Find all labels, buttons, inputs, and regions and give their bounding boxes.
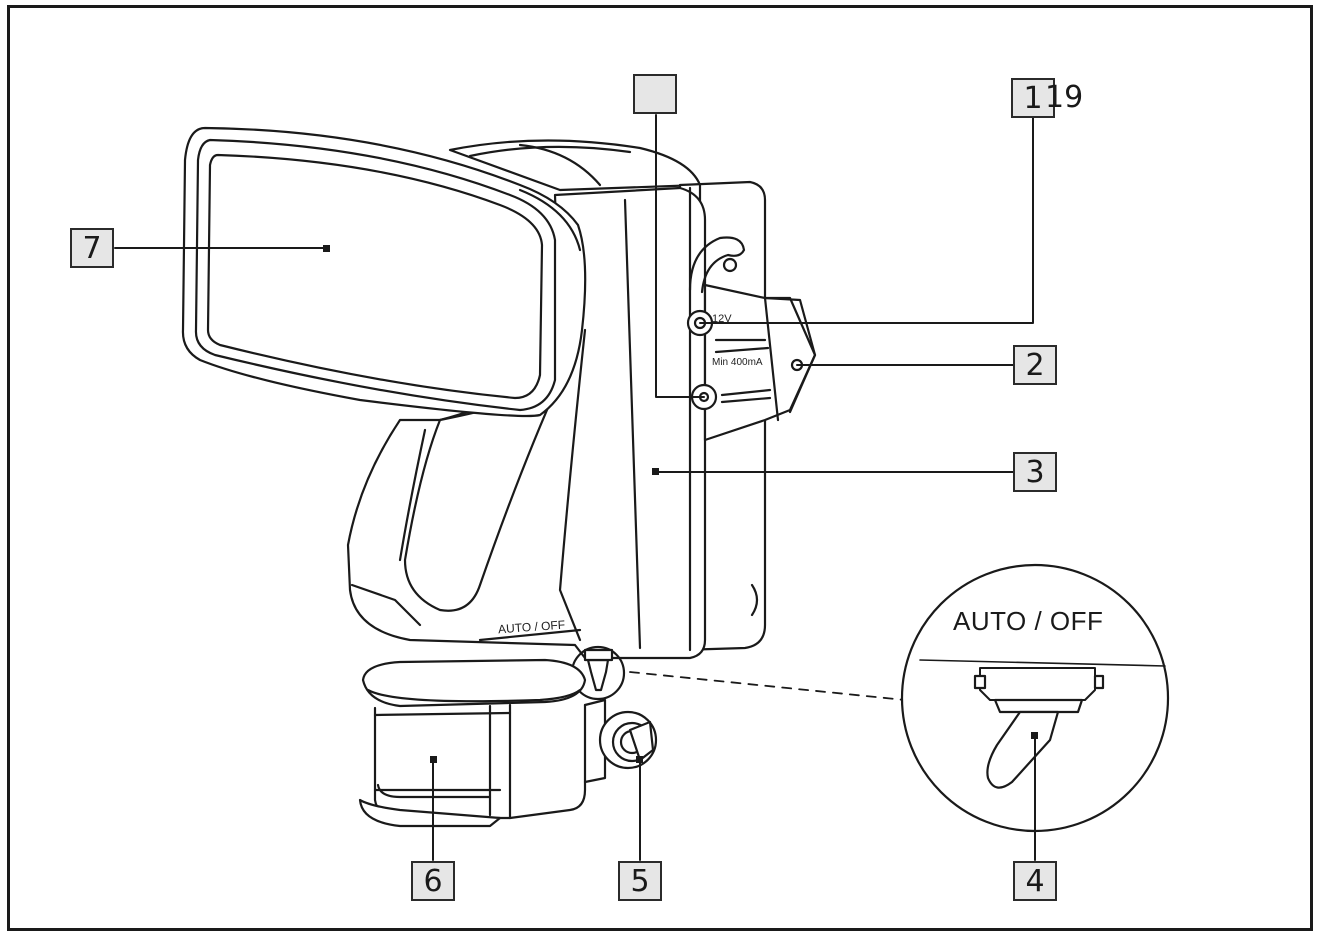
- leader-lines: [114, 114, 1036, 861]
- motion-sensor: [358, 658, 587, 828]
- lamp-head: [181, 126, 587, 418]
- zoom-leader: [629, 671, 906, 701]
- voltage-label: 12V: [712, 313, 732, 325]
- callout-blank: [633, 74, 677, 114]
- leader-dots: [323, 245, 1038, 763]
- leader-1: [699, 117, 1034, 324]
- callout-1-suffix: 19: [1045, 80, 1084, 115]
- rear-dome: [448, 139, 702, 192]
- leader-blank: [655, 114, 705, 398]
- callout-4: 4: [1013, 861, 1057, 901]
- callout-5: 5: [618, 861, 662, 901]
- callout-6: 6: [411, 861, 455, 901]
- callout-2: 2: [1013, 345, 1057, 385]
- callout-7: 7: [70, 228, 114, 268]
- current-label: Min 400mA: [712, 357, 763, 368]
- callout-3: 3: [1013, 452, 1057, 492]
- callout-1: 1: [1011, 78, 1055, 118]
- sensor-knob: [583, 698, 658, 784]
- zoom-title: AUTO / OFF: [953, 606, 1104, 636]
- diagram-frame: [7, 5, 1313, 931]
